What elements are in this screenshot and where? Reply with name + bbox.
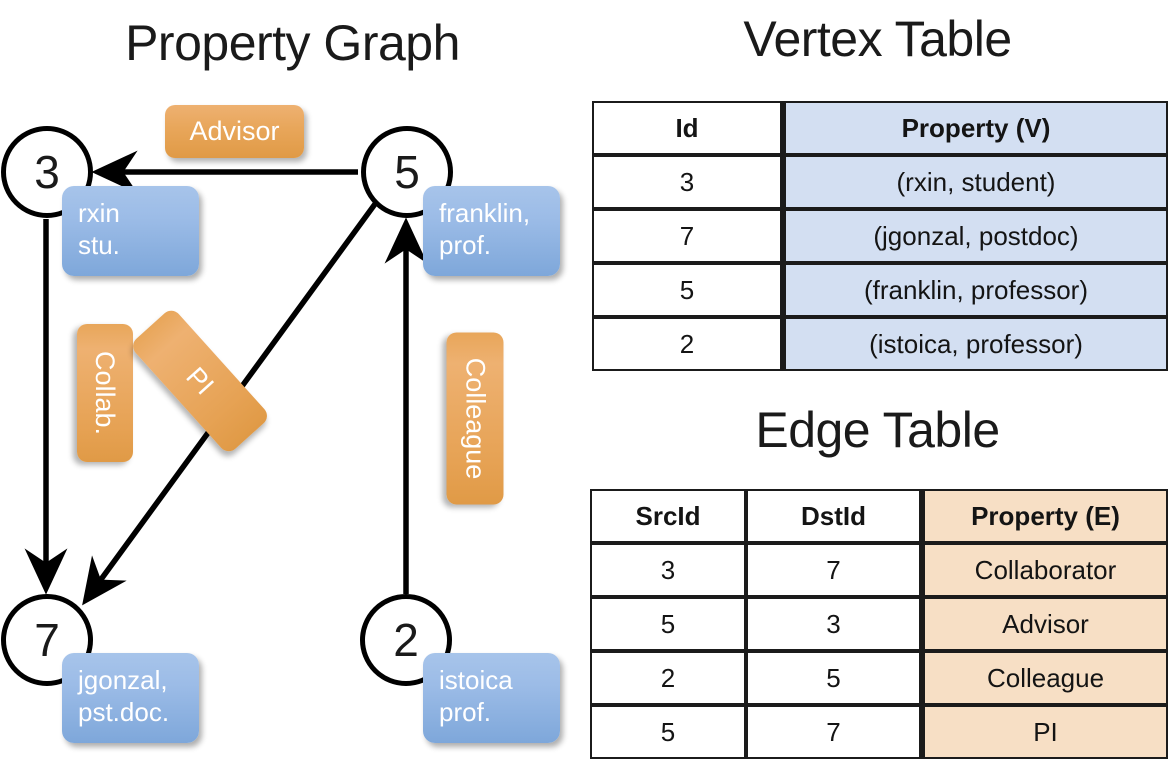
vertex-property-box-3-line1: rxin (78, 198, 120, 228)
property-graph-diagram: 3 5 7 2 rxin stu. franklin, prof. jgonza… (1, 105, 560, 743)
vertex-property-box-3: rxin stu. (62, 186, 199, 276)
edge-row-1-property: Advisor (921, 597, 1168, 651)
page-title-property-graph: Property Graph (125, 15, 460, 71)
table-row: 5 7 PI (590, 705, 1168, 759)
edge-label-advisor: Advisor (165, 105, 304, 158)
edge-table-header-row: SrcId DstId Property (E) (590, 489, 1168, 543)
edge-label-colleague-text: Colleague (460, 357, 491, 480)
vertex-property-box-7-line2: pst.doc. (78, 696, 170, 727)
vertex-property-box-7: jgonzal, pst.doc. (62, 653, 199, 743)
vertex-row-2-id: 5 (592, 263, 782, 317)
edge-row-0-property: Collaborator (921, 543, 1168, 597)
table-row: 2 (istoica, professor) (592, 317, 1168, 371)
edge-row-0-dst: 7 (746, 543, 921, 597)
edge-row-3-src: 5 (590, 705, 746, 759)
edge-label-collab: Collab. (77, 324, 133, 462)
table-row: 7 (jgonzal, postdoc) (592, 209, 1168, 263)
edge-table-header-dstid: DstId (746, 489, 921, 543)
vertex-table-header-row: Id Property (V) (592, 101, 1168, 155)
edge-row-3-property: PI (921, 705, 1168, 759)
edge-label-advisor-text: Advisor (189, 116, 280, 146)
vertex-node-2[interactable]: 2 (360, 594, 452, 686)
vertex-property-box-5-line2: prof. (439, 229, 492, 260)
edge-table-header-property: Property (E) (921, 489, 1168, 543)
vertex-table: Id Property (V) 3 (rxin, student) 7 (jgo… (592, 101, 1168, 371)
table-row: 2 5 Colleague (590, 651, 1168, 705)
edge-row-0-src: 3 (590, 543, 746, 597)
vertex-node-5-label: 5 (394, 146, 420, 198)
vertex-table-header-property: Property (V) (782, 101, 1168, 155)
table-row: 3 7 Collaborator (590, 543, 1168, 597)
table-row: 3 (rxin, student) (592, 155, 1168, 209)
vertex-property-box-7-line1: jgonzal, (78, 665, 168, 695)
vertex-row-0-property: (rxin, student) (782, 155, 1168, 209)
edge-row-1-dst: 3 (746, 597, 921, 651)
vertex-node-5[interactable]: 5 (361, 126, 453, 218)
page-title-edge-table: Edge Table (755, 402, 1000, 458)
edge-row-1-src: 5 (590, 597, 746, 651)
vertex-property-box-5-line1: franklin, (439, 198, 531, 228)
edge-table: SrcId DstId Property (E) 3 7 Collaborato… (590, 489, 1168, 759)
vertex-row-1-property: (jgonzal, postdoc) (782, 209, 1168, 263)
edge-row-2-src: 2 (590, 651, 746, 705)
vertex-node-7-label: 7 (34, 614, 60, 666)
vertex-row-3-id: 2 (592, 317, 782, 371)
vertex-property-box-2-line2: prof. (439, 696, 492, 727)
table-row: 5 3 Advisor (590, 597, 1168, 651)
edge-row-3-dst: 7 (746, 705, 921, 759)
edge-row-2-property: Colleague (921, 651, 1168, 705)
vertex-row-0-id: 3 (592, 155, 782, 209)
vertex-row-1-id: 7 (592, 209, 782, 263)
vertex-node-3-label: 3 (34, 146, 60, 198)
vertex-property-box-5: franklin, prof. (423, 186, 560, 276)
vertex-node-2-label: 2 (393, 614, 419, 666)
vertex-property-box-2: istoica prof. (423, 653, 560, 743)
edge-table-header-srcid: SrcId (590, 489, 746, 543)
vertex-property-box-3-line2: stu. (78, 229, 120, 260)
edge-label-colleague: Colleague (446, 332, 504, 505)
edge-label-pi-text: PI (180, 361, 221, 401)
vertex-table-header-id: Id (592, 101, 782, 155)
edge-row-2-dst: 5 (746, 651, 921, 705)
edge-label-collab-text: Collab. (90, 350, 121, 436)
vertex-row-3-property: (istoica, professor) (782, 317, 1168, 371)
vertex-row-2-property: (franklin, professor) (782, 263, 1168, 317)
vertex-property-box-2-line1: istoica (439, 665, 513, 695)
table-row: 5 (franklin, professor) (592, 263, 1168, 317)
page-title-vertex-table: Vertex Table (743, 11, 1012, 67)
